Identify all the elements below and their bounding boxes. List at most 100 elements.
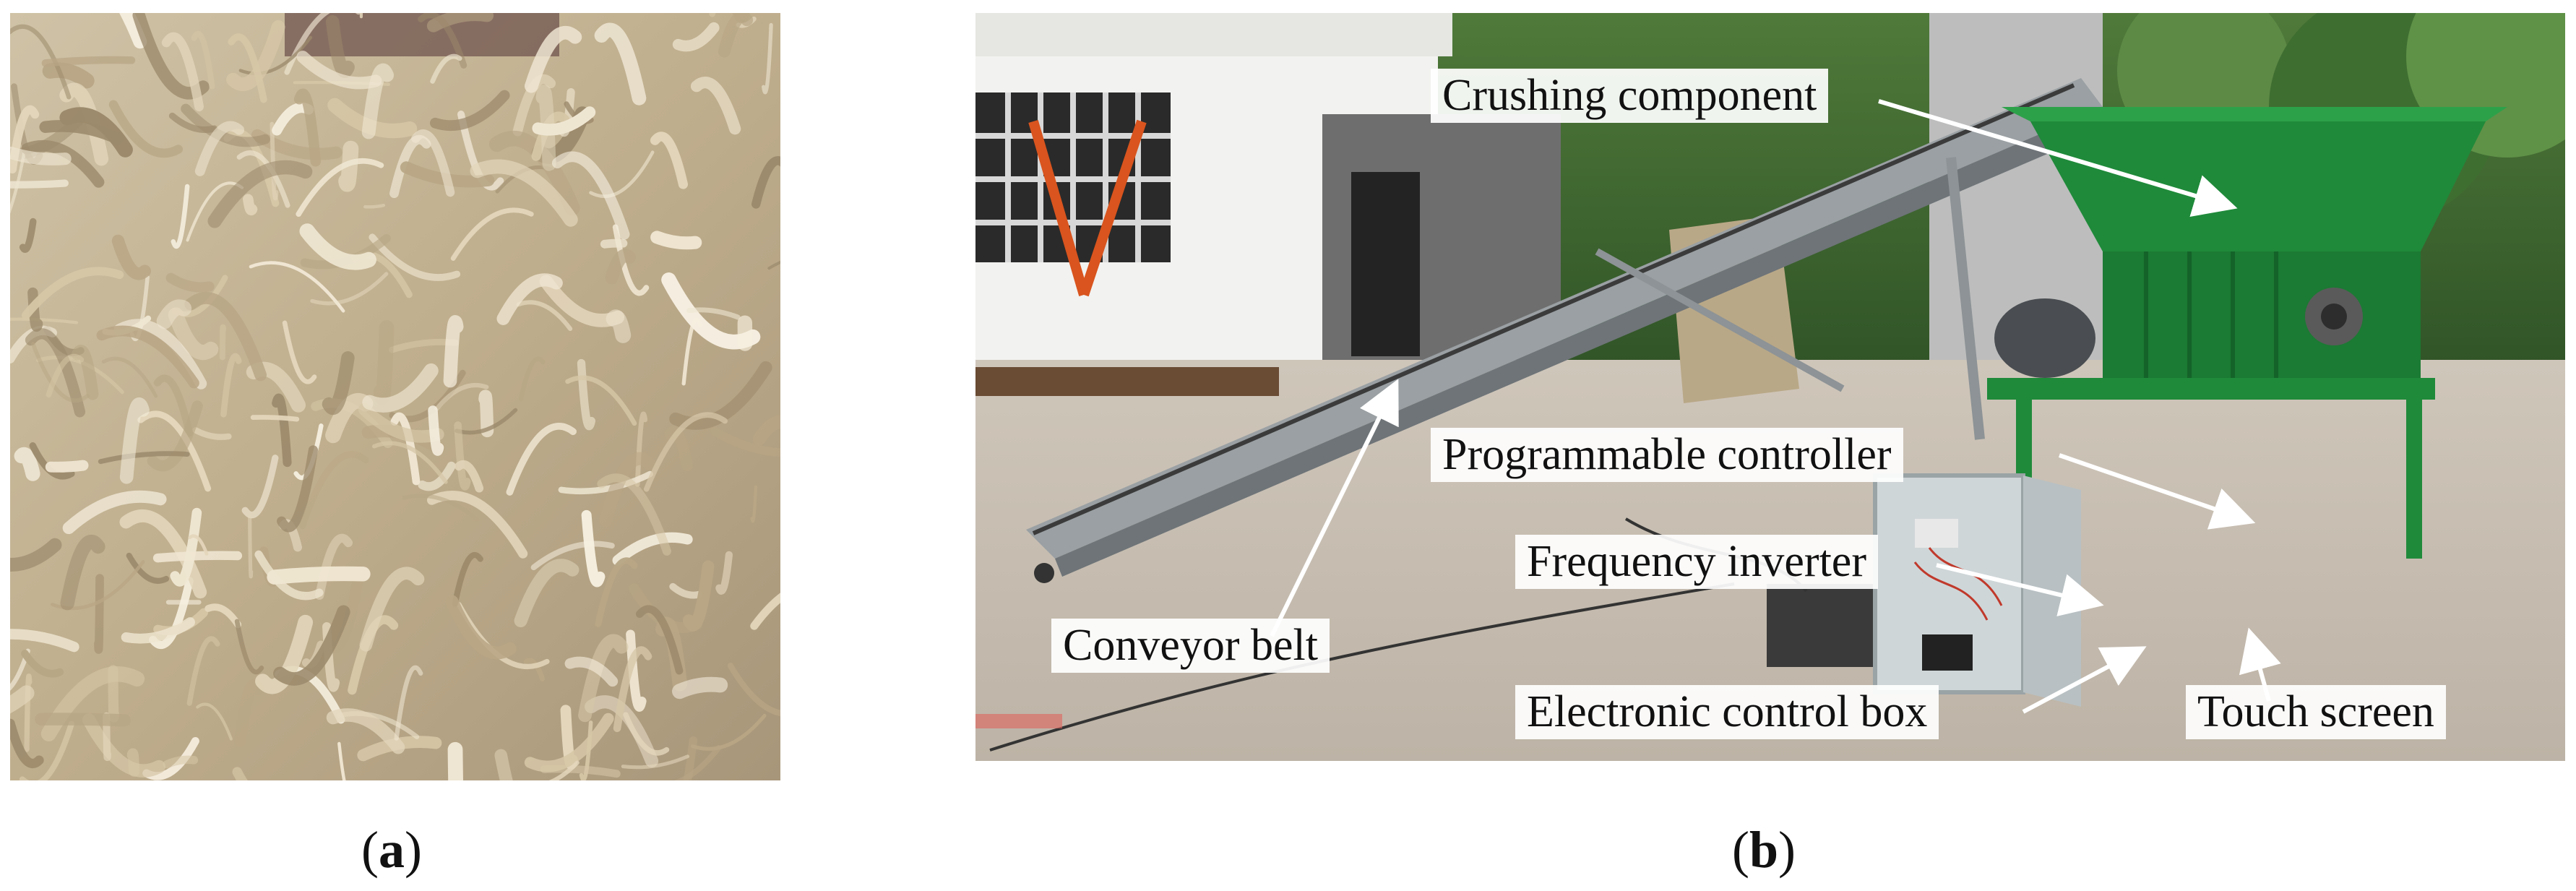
film-strand <box>248 515 254 579</box>
film-strand <box>60 535 105 611</box>
film-strand <box>108 100 184 158</box>
film-strand <box>234 619 264 675</box>
film-strand <box>21 267 124 320</box>
film-strand <box>426 491 528 559</box>
film-strand <box>161 32 204 112</box>
film-strand <box>454 421 471 491</box>
film-strand <box>565 375 637 426</box>
film-strand <box>411 129 455 197</box>
film-strand <box>299 223 376 270</box>
film-strand <box>535 85 556 171</box>
film-strand <box>613 646 652 733</box>
film-strand <box>270 121 279 201</box>
film-strand <box>226 20 285 91</box>
film-strand <box>10 179 69 189</box>
film-strand <box>119 13 147 49</box>
film-strand <box>94 574 104 654</box>
film-strand <box>650 231 702 250</box>
film-strand <box>171 184 190 249</box>
film-strand <box>249 261 345 313</box>
film-strand <box>10 718 44 769</box>
film-strand <box>621 754 690 770</box>
film-strand <box>194 121 245 176</box>
film-strand <box>10 24 72 100</box>
film-strand <box>362 363 439 413</box>
film-strand <box>234 679 264 748</box>
caption-b: (b) <box>1732 821 1796 879</box>
label-programmable-controller: Programmable controller <box>1431 428 1903 483</box>
film-strand <box>428 405 444 456</box>
film-strand <box>634 411 648 487</box>
film-strand <box>35 713 132 727</box>
film-strand <box>643 412 728 492</box>
film-strand <box>296 51 382 90</box>
film-strand <box>170 507 202 587</box>
film-strand <box>21 140 105 188</box>
film-strand <box>594 22 647 106</box>
film-strand <box>82 713 166 778</box>
film-strand <box>250 415 300 422</box>
film-strand <box>338 140 359 192</box>
film-strand <box>605 249 637 285</box>
film-strand <box>196 702 233 741</box>
film-strand <box>296 158 384 218</box>
film-strand <box>113 319 207 389</box>
film-strand <box>599 452 656 527</box>
film-strand <box>715 551 733 595</box>
film-strand <box>326 708 405 754</box>
film-strand <box>470 159 578 227</box>
film-strand <box>46 353 85 397</box>
film-strand <box>184 292 267 382</box>
film-strand <box>762 22 773 95</box>
film-strand <box>418 461 456 491</box>
film-strand <box>147 400 203 472</box>
film-strand <box>661 272 761 350</box>
film-strand <box>27 287 43 332</box>
film-strand <box>42 62 95 89</box>
film-strand <box>25 328 86 418</box>
film-strand <box>238 35 313 75</box>
film-strand <box>228 33 267 103</box>
film-strand <box>394 665 423 741</box>
photo-plastic-film <box>10 13 780 780</box>
film-strand <box>751 156 780 209</box>
film-strand <box>220 353 242 418</box>
film-strand <box>496 273 563 325</box>
film-strand <box>389 134 431 199</box>
film-strand <box>156 299 192 330</box>
film-strand <box>96 325 199 389</box>
film-strand <box>455 460 484 493</box>
film-strand <box>254 550 324 601</box>
film-strand <box>494 749 513 780</box>
plastic-film-image <box>10 13 780 780</box>
film-strand <box>597 473 671 556</box>
film-strand <box>669 582 703 599</box>
film-strand <box>518 356 546 402</box>
label-frequency-inverter: Frequency inverter <box>1515 535 1878 590</box>
film-strand <box>30 342 90 403</box>
film-strand <box>532 106 596 136</box>
film-strand <box>19 218 37 253</box>
film-strand <box>514 559 580 628</box>
film-strand <box>14 447 40 481</box>
film-strand <box>640 745 722 780</box>
film-strand <box>581 509 606 587</box>
film-strand <box>232 767 248 780</box>
film-strand <box>363 203 386 209</box>
caption-b-letter: b <box>1749 821 1779 879</box>
film-strand <box>525 25 582 93</box>
film-strand <box>682 560 715 632</box>
film-strand <box>710 426 780 457</box>
film-strand <box>767 260 780 270</box>
film-strand <box>750 485 758 523</box>
film-strand <box>373 320 395 405</box>
film-strand <box>273 605 350 686</box>
film-strand <box>310 272 389 306</box>
film-strand <box>506 422 577 496</box>
film-strand <box>299 451 369 530</box>
film-strand <box>683 736 698 780</box>
film-strand <box>59 82 109 166</box>
film-strand <box>578 634 629 723</box>
film-strand <box>10 629 79 653</box>
film-strand <box>101 356 158 398</box>
